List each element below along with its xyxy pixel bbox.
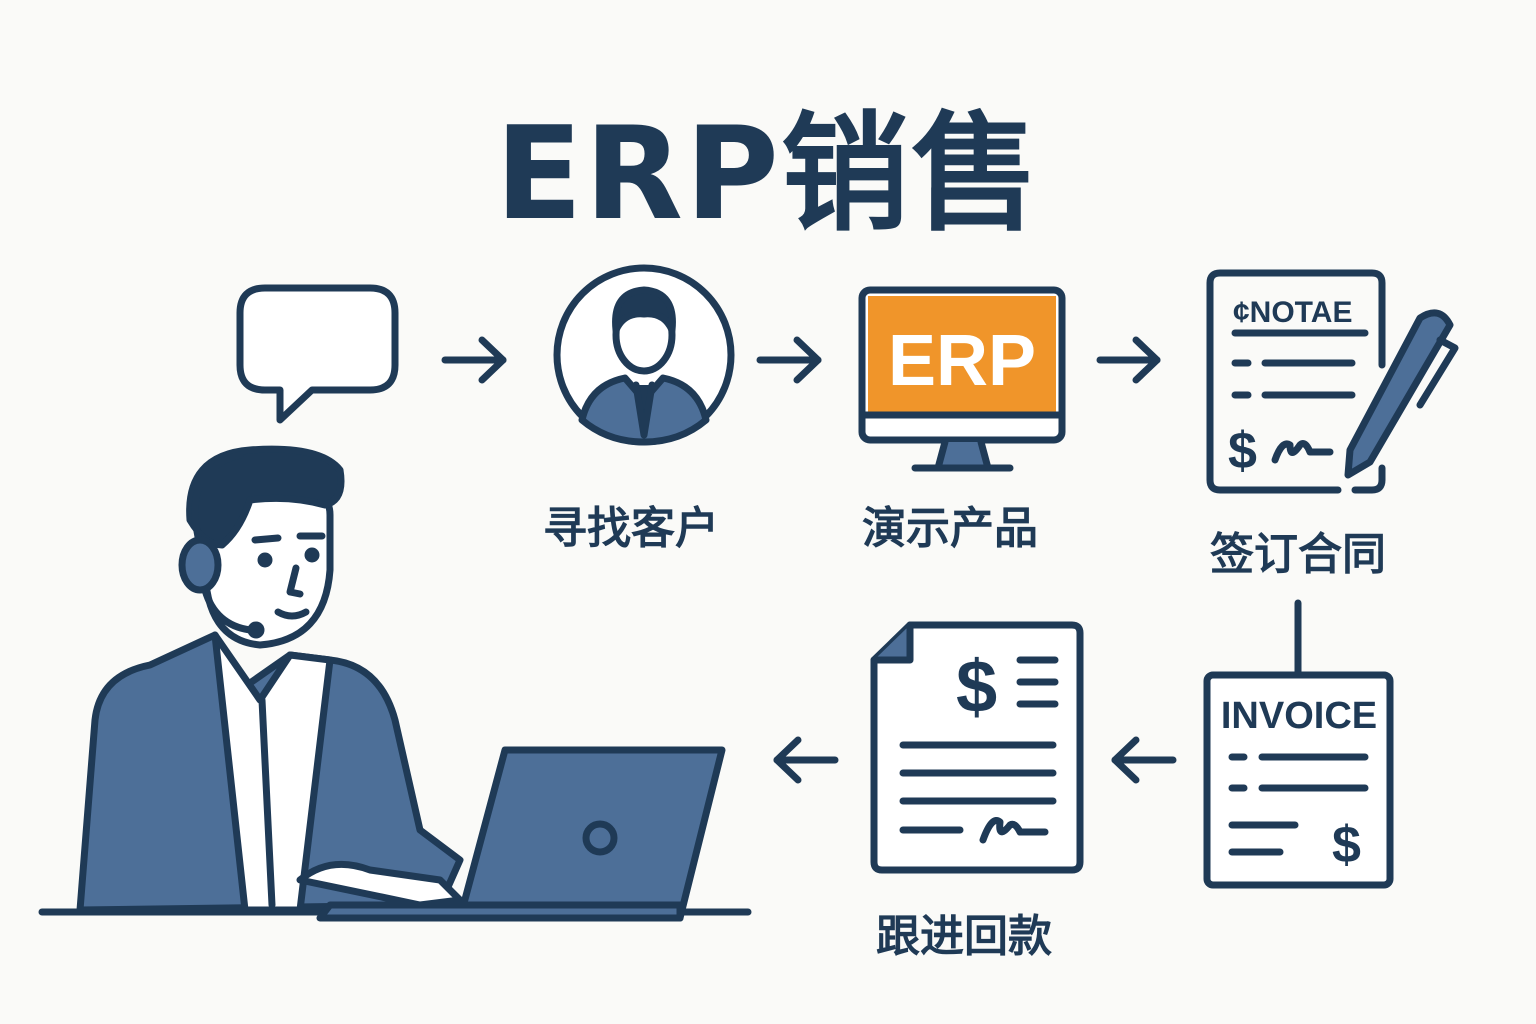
dollar-sign-icon: $ xyxy=(956,645,997,728)
step-label-follow-payment: 跟进回款 xyxy=(876,911,1052,962)
invoice-heading-text: INVOICE xyxy=(1221,695,1377,737)
step-label-sign-contract: 签订合同 xyxy=(1210,529,1386,580)
erp-screen-text: ERP xyxy=(888,321,1036,401)
arrow-left-icon xyxy=(773,736,839,784)
payment-document-icon xyxy=(870,621,1084,874)
support-agent-illustration xyxy=(38,445,752,922)
arrow-right-icon xyxy=(1096,336,1161,384)
page-title: ERP销售 xyxy=(495,100,1041,249)
arrow-right-icon xyxy=(441,336,507,384)
customer-avatar-icon xyxy=(553,264,735,446)
arrow-right-icon xyxy=(756,336,822,384)
invoice-document-icon xyxy=(1203,671,1394,889)
contract-heading-text: ¢NOTAE xyxy=(1233,296,1352,329)
arrow-left-icon xyxy=(1111,736,1177,784)
dollar-sign-icon: $ xyxy=(1332,816,1361,874)
dollar-sign-icon: $ xyxy=(1228,422,1257,480)
speech-bubble-icon xyxy=(236,284,399,424)
step-label-find-customer: 寻找客户 xyxy=(543,503,719,554)
step-label-demo-product: 演示产品 xyxy=(862,503,1038,554)
contract-pen-icon xyxy=(1206,269,1459,494)
erp-monitor-icon xyxy=(858,286,1066,472)
